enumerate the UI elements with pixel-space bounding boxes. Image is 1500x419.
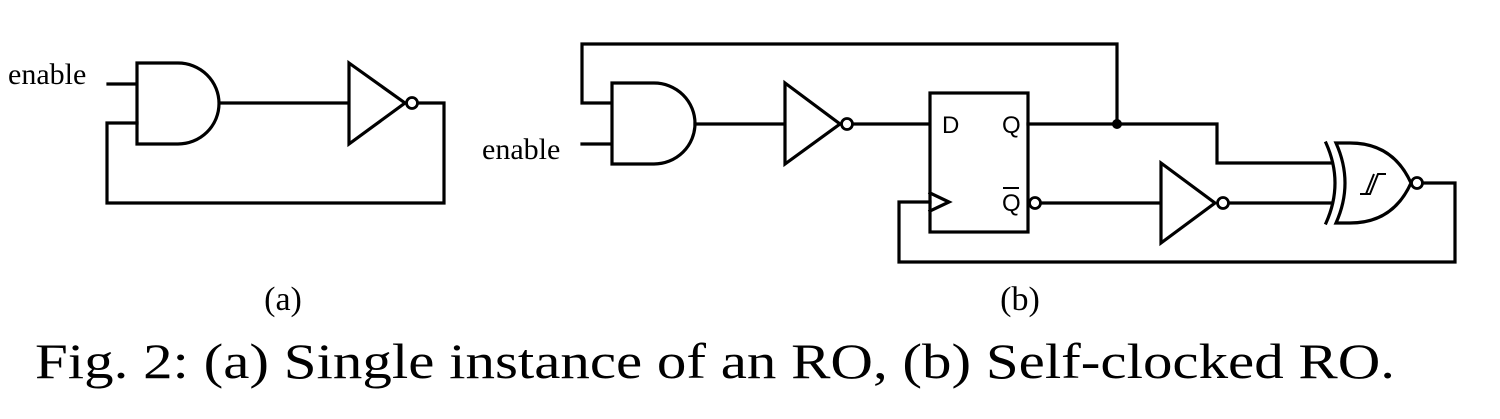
xnor-bubble [1410,176,1424,190]
inverter-1-bubble-b [840,117,854,131]
inverter-2-b [1159,159,1218,247]
subfigure-label-a: (a) [264,281,302,318]
and-gate-b [610,81,697,166]
feedback-wire-a [105,101,446,205]
flipflop-q-label: Q [1002,112,1021,139]
flipflop-d-label: D [942,112,959,139]
circuit-a: enable (a) [8,58,446,318]
inverter-1-b [783,79,843,168]
circuit-b: enable D Q Q [482,42,1457,318]
flipflop-box [928,91,1030,234]
schmitt-trigger-icon [1360,173,1386,195]
enable-label-a: enable [8,58,86,91]
inverter-2-bubble-b [1216,196,1230,210]
junction-dot [1112,119,1122,129]
clock-triangle [927,190,953,214]
inverter-a [347,59,408,148]
flipflop-qbar-label: Q [1002,190,1021,217]
top-feedback-wire-b [580,42,1119,126]
xnor-back-arc [1323,140,1337,226]
figure-caption: Fig. 2: (a) Single instance of an RO, (b… [35,333,1395,389]
enable-label-b: enable [482,133,560,166]
xnor-gate [1323,140,1424,226]
d-flipflop: D Q Q [927,91,1042,234]
qbar-bubble [1028,196,1042,210]
inverter-bubble-a [405,96,419,110]
and-gate-a [135,61,221,146]
xnor-feedback-wire [897,181,1457,264]
subfigure-label-b: (b) [1000,281,1040,318]
q-output-wire [1026,122,1334,165]
